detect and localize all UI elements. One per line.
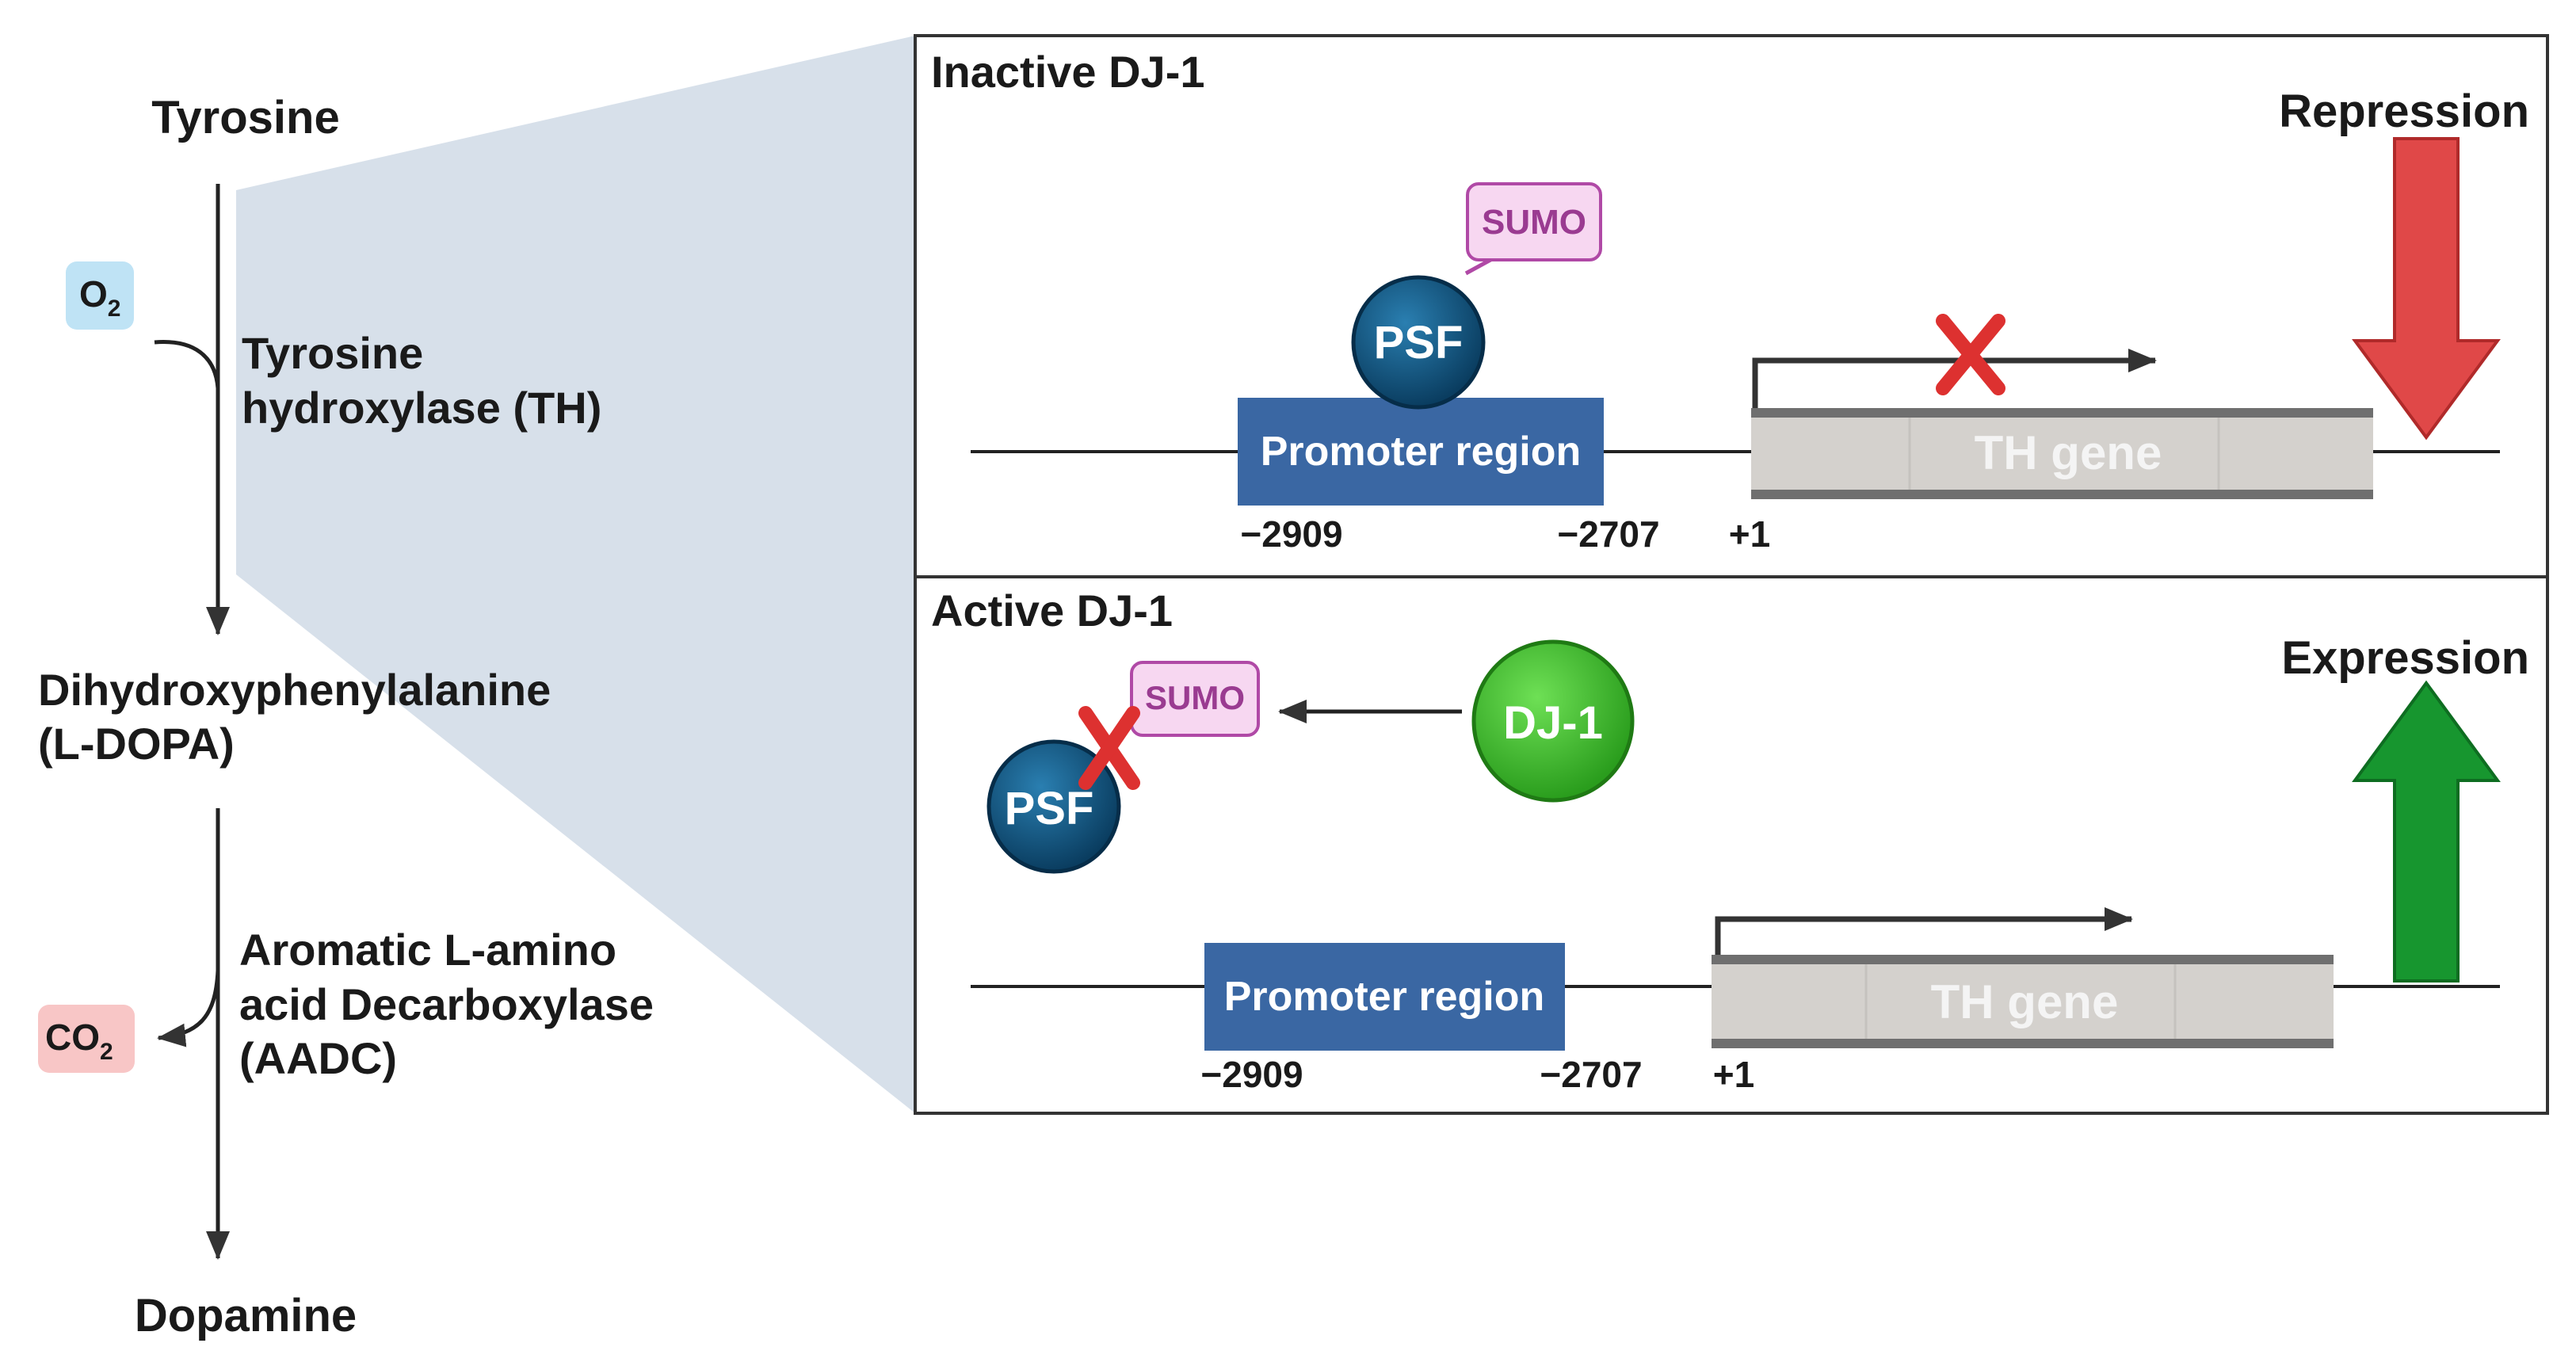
inactive-pos-start: −2909 <box>1240 513 1342 555</box>
active-psf-label: PSF <box>1005 783 1094 834</box>
active-sumo-tag <box>1130 661 1260 737</box>
enzyme-aadc-line2: acid Decarboxylase <box>239 979 654 1029</box>
inactive-promoter-region <box>1238 398 1604 506</box>
sumo-removed-x-icon <box>1078 706 1140 790</box>
active-tss-arrow <box>1715 907 2133 955</box>
active-promoter-label: Promoter region <box>1224 974 1545 1020</box>
inactive-transcription-block-x-icon <box>1936 314 2005 395</box>
o2-input-curve <box>154 340 220 389</box>
inactive-panel-title: Inactive DJ-1 <box>931 47 1205 97</box>
active-pos-start: −2909 <box>1200 1054 1303 1095</box>
inactive-pos-end: −2707 <box>1557 513 1659 555</box>
ldopa-line2: (L-DOPA) <box>38 719 235 769</box>
repression-arrow-icon <box>2352 137 2501 441</box>
expression-arrow-icon <box>2352 680 2501 983</box>
inactive-sumo-tag <box>1466 182 1602 261</box>
zoom-wedge <box>236 36 915 1113</box>
co2-label: CO2 <box>45 1017 113 1065</box>
expression-label: Expression <box>2281 632 2529 684</box>
inactive-th-gene <box>1751 408 2373 499</box>
tyrosine-label: Tyrosine <box>151 92 339 143</box>
o2-label: O2 <box>79 273 120 322</box>
inactive-promoter-label: Promoter region <box>1261 429 1582 475</box>
active-promoter-region <box>1204 943 1565 1051</box>
inactive-pos-tss: +1 <box>1729 513 1770 555</box>
panels-frame <box>914 34 2549 1115</box>
inactive-psf-protein <box>1351 275 1486 410</box>
active-pos-tss: +1 <box>1713 1054 1754 1095</box>
dopamine-label: Dopamine <box>135 1290 357 1341</box>
dj1-protein <box>1471 639 1635 803</box>
repression-label: Repression <box>2279 86 2529 137</box>
enzyme-aadc-line1: Aromatic L-amino <box>239 925 616 975</box>
dopamine-pathway: Tyrosine O2 Tyrosine hydroxylase (TH) Di… <box>38 92 654 1341</box>
inactive-sumo-label: SUMO <box>1482 203 1586 242</box>
active-sumo-label: SUMO <box>1145 679 1245 716</box>
co2-output-curve <box>157 970 220 1047</box>
o2-box <box>66 261 134 330</box>
inactive-dj1-panel: Inactive DJ-1 Repression Promoter region… <box>931 47 2529 555</box>
enzyme-th-line1: Tyrosine <box>242 328 423 378</box>
active-panel-title: Active DJ-1 <box>931 586 1173 635</box>
active-dj1-panel: Active DJ-1 Expression Promoter region T… <box>931 586 2529 1095</box>
active-pos-end: −2707 <box>1540 1054 1642 1095</box>
inactive-gene-label: TH gene <box>1975 426 2162 479</box>
co2-box <box>38 1005 135 1073</box>
enzyme-aadc-line3: (AADC) <box>239 1033 397 1083</box>
dj1-label: DJ-1 <box>1503 697 1603 749</box>
enzyme-th-line2: hydroxylase (TH) <box>242 383 601 433</box>
inactive-tss-arrow <box>1752 349 2157 408</box>
active-th-gene <box>1712 955 2334 1048</box>
active-gene-label: TH gene <box>1931 975 2119 1028</box>
ldopa-line1: Dihydroxyphenylalanine <box>38 665 551 715</box>
inactive-psf-label: PSF <box>1374 317 1464 368</box>
